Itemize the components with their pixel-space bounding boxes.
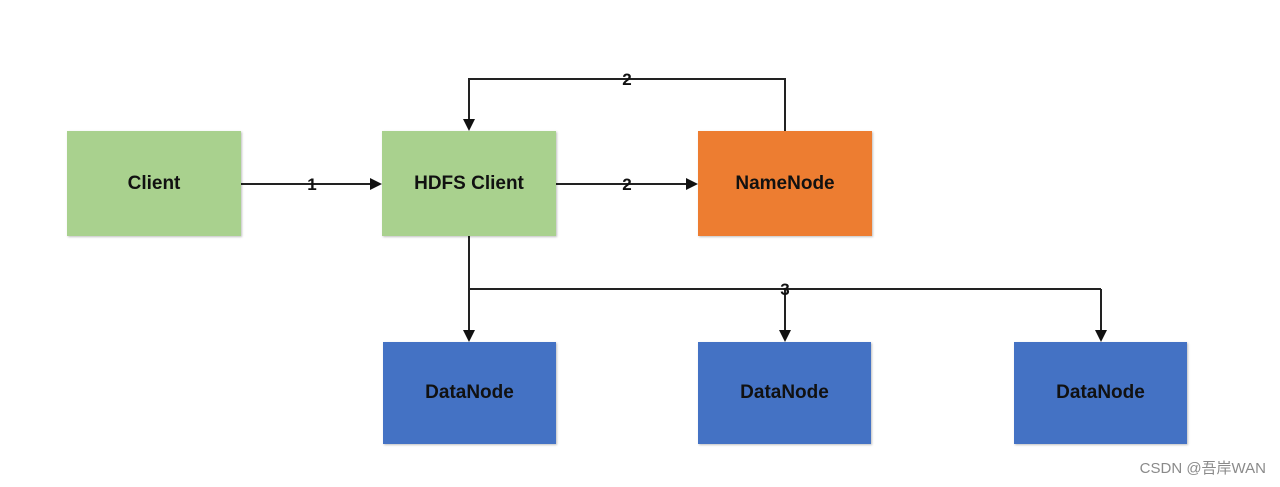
watermark: CSDN @吾岸WAN xyxy=(1139,460,1266,477)
datanode-3-label: DataNode xyxy=(1056,382,1145,403)
client-node-label: Client xyxy=(127,172,181,194)
datanode-1: DataNode xyxy=(383,342,556,444)
edge-label-1: 1 xyxy=(307,175,316,194)
datanode-2: DataNode xyxy=(698,342,871,444)
hdfs-client-node: HDFS Client xyxy=(382,131,556,236)
datanode-1-label: DataNode xyxy=(425,382,514,403)
datanode-3: DataNode xyxy=(1014,342,1187,444)
edge-label-3: 3 xyxy=(780,280,789,299)
edge-namenode-to-hdfs xyxy=(463,78,786,131)
client-node: Client xyxy=(67,131,241,236)
edge-label-2-return: 2 xyxy=(622,70,631,89)
hdfs-client-node-label: HDFS Client xyxy=(414,172,524,194)
datanode-2-label: DataNode xyxy=(740,382,829,403)
namenode-node-label: NameNode xyxy=(735,172,835,194)
edge-label-2-forward: 2 xyxy=(622,175,631,194)
namenode-node: NameNode xyxy=(698,131,872,236)
